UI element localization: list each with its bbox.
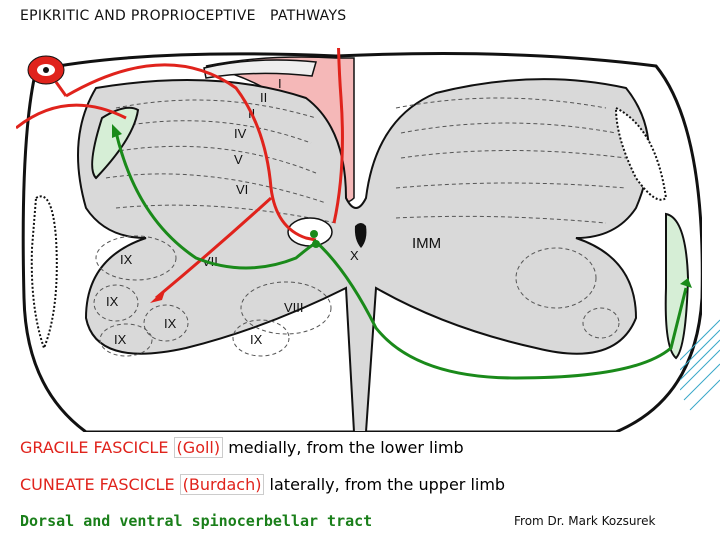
gray-matter: [77, 78, 650, 432]
green-arrowhead-dorsal: [112, 124, 122, 138]
lamina-VI: VI: [236, 182, 248, 197]
decorative-lines: [680, 319, 720, 411]
lamina-II-a: II: [260, 90, 267, 105]
lamina-V: V: [234, 152, 243, 167]
lateral-tract-right-dotted: [614, 106, 668, 201]
lamina-IV: IV: [234, 126, 247, 141]
lamina-IX-5: IX: [250, 332, 263, 347]
green-pathway: [114, 131, 688, 380]
lamina-IX-2: IX: [106, 294, 119, 309]
cuneate-caption: CUNEATE FASCICLE (Burdach) laterally, fr…: [20, 474, 506, 495]
laminae-contours: [93, 97, 627, 357]
central-canal: [354, 223, 367, 248]
dorsal-spinocerebellar-left: [91, 106, 140, 180]
lamina-IX-4: IX: [114, 332, 127, 347]
green-arrowhead-ventral: [680, 278, 692, 288]
lamina-I: I: [278, 76, 282, 91]
lamina-X: X: [350, 248, 359, 263]
lamina-IMM: IMM: [412, 235, 441, 252]
lamina-IX-1: IX: [120, 252, 133, 267]
lateral-tract-left-dotted: [30, 195, 58, 351]
gracile-caption: GRACILE FASCICLE (Goll) medially, from t…: [20, 437, 464, 458]
gracile-author: (Goll): [173, 437, 224, 458]
spinocerebellar-caption: Dorsal and ventral spinocerbellar tract: [20, 512, 373, 530]
green-synapse-1: [310, 230, 318, 238]
dorsolateral-tract: [203, 59, 317, 79]
slide-title: EPIKRITIC AND PROPRIOCEPTIVE PATHWAYS: [20, 8, 347, 24]
eye-receptor-icon: [27, 55, 65, 85]
lamina-VIII: VIII: [284, 300, 304, 315]
red-arrowhead-descending: [150, 288, 166, 303]
red-pathway: [16, 48, 344, 300]
lamina-labels: I II II IV V VI VII VIII IX IX IX IX IX …: [106, 76, 441, 347]
green-synapse-2: [312, 240, 320, 248]
cuneate-author: (Burdach): [179, 474, 265, 495]
cuneate-name: CUNEATE FASCICLE: [20, 475, 175, 494]
ventral-spinocerebellar-right: [664, 212, 690, 360]
credit-text: From Dr. Mark Kozsurek: [514, 514, 656, 528]
spinal-cord-diagram: I II II IV V VI VII VIII IX IX IX IX IX …: [16, 48, 702, 432]
lamina-IX-3: IX: [164, 316, 177, 331]
cuneate-description: laterally, from the upper limb: [264, 475, 506, 494]
gracile-name: GRACILE FASCICLE: [20, 438, 169, 457]
gracile-description: medially, from the lower limb: [223, 438, 464, 457]
